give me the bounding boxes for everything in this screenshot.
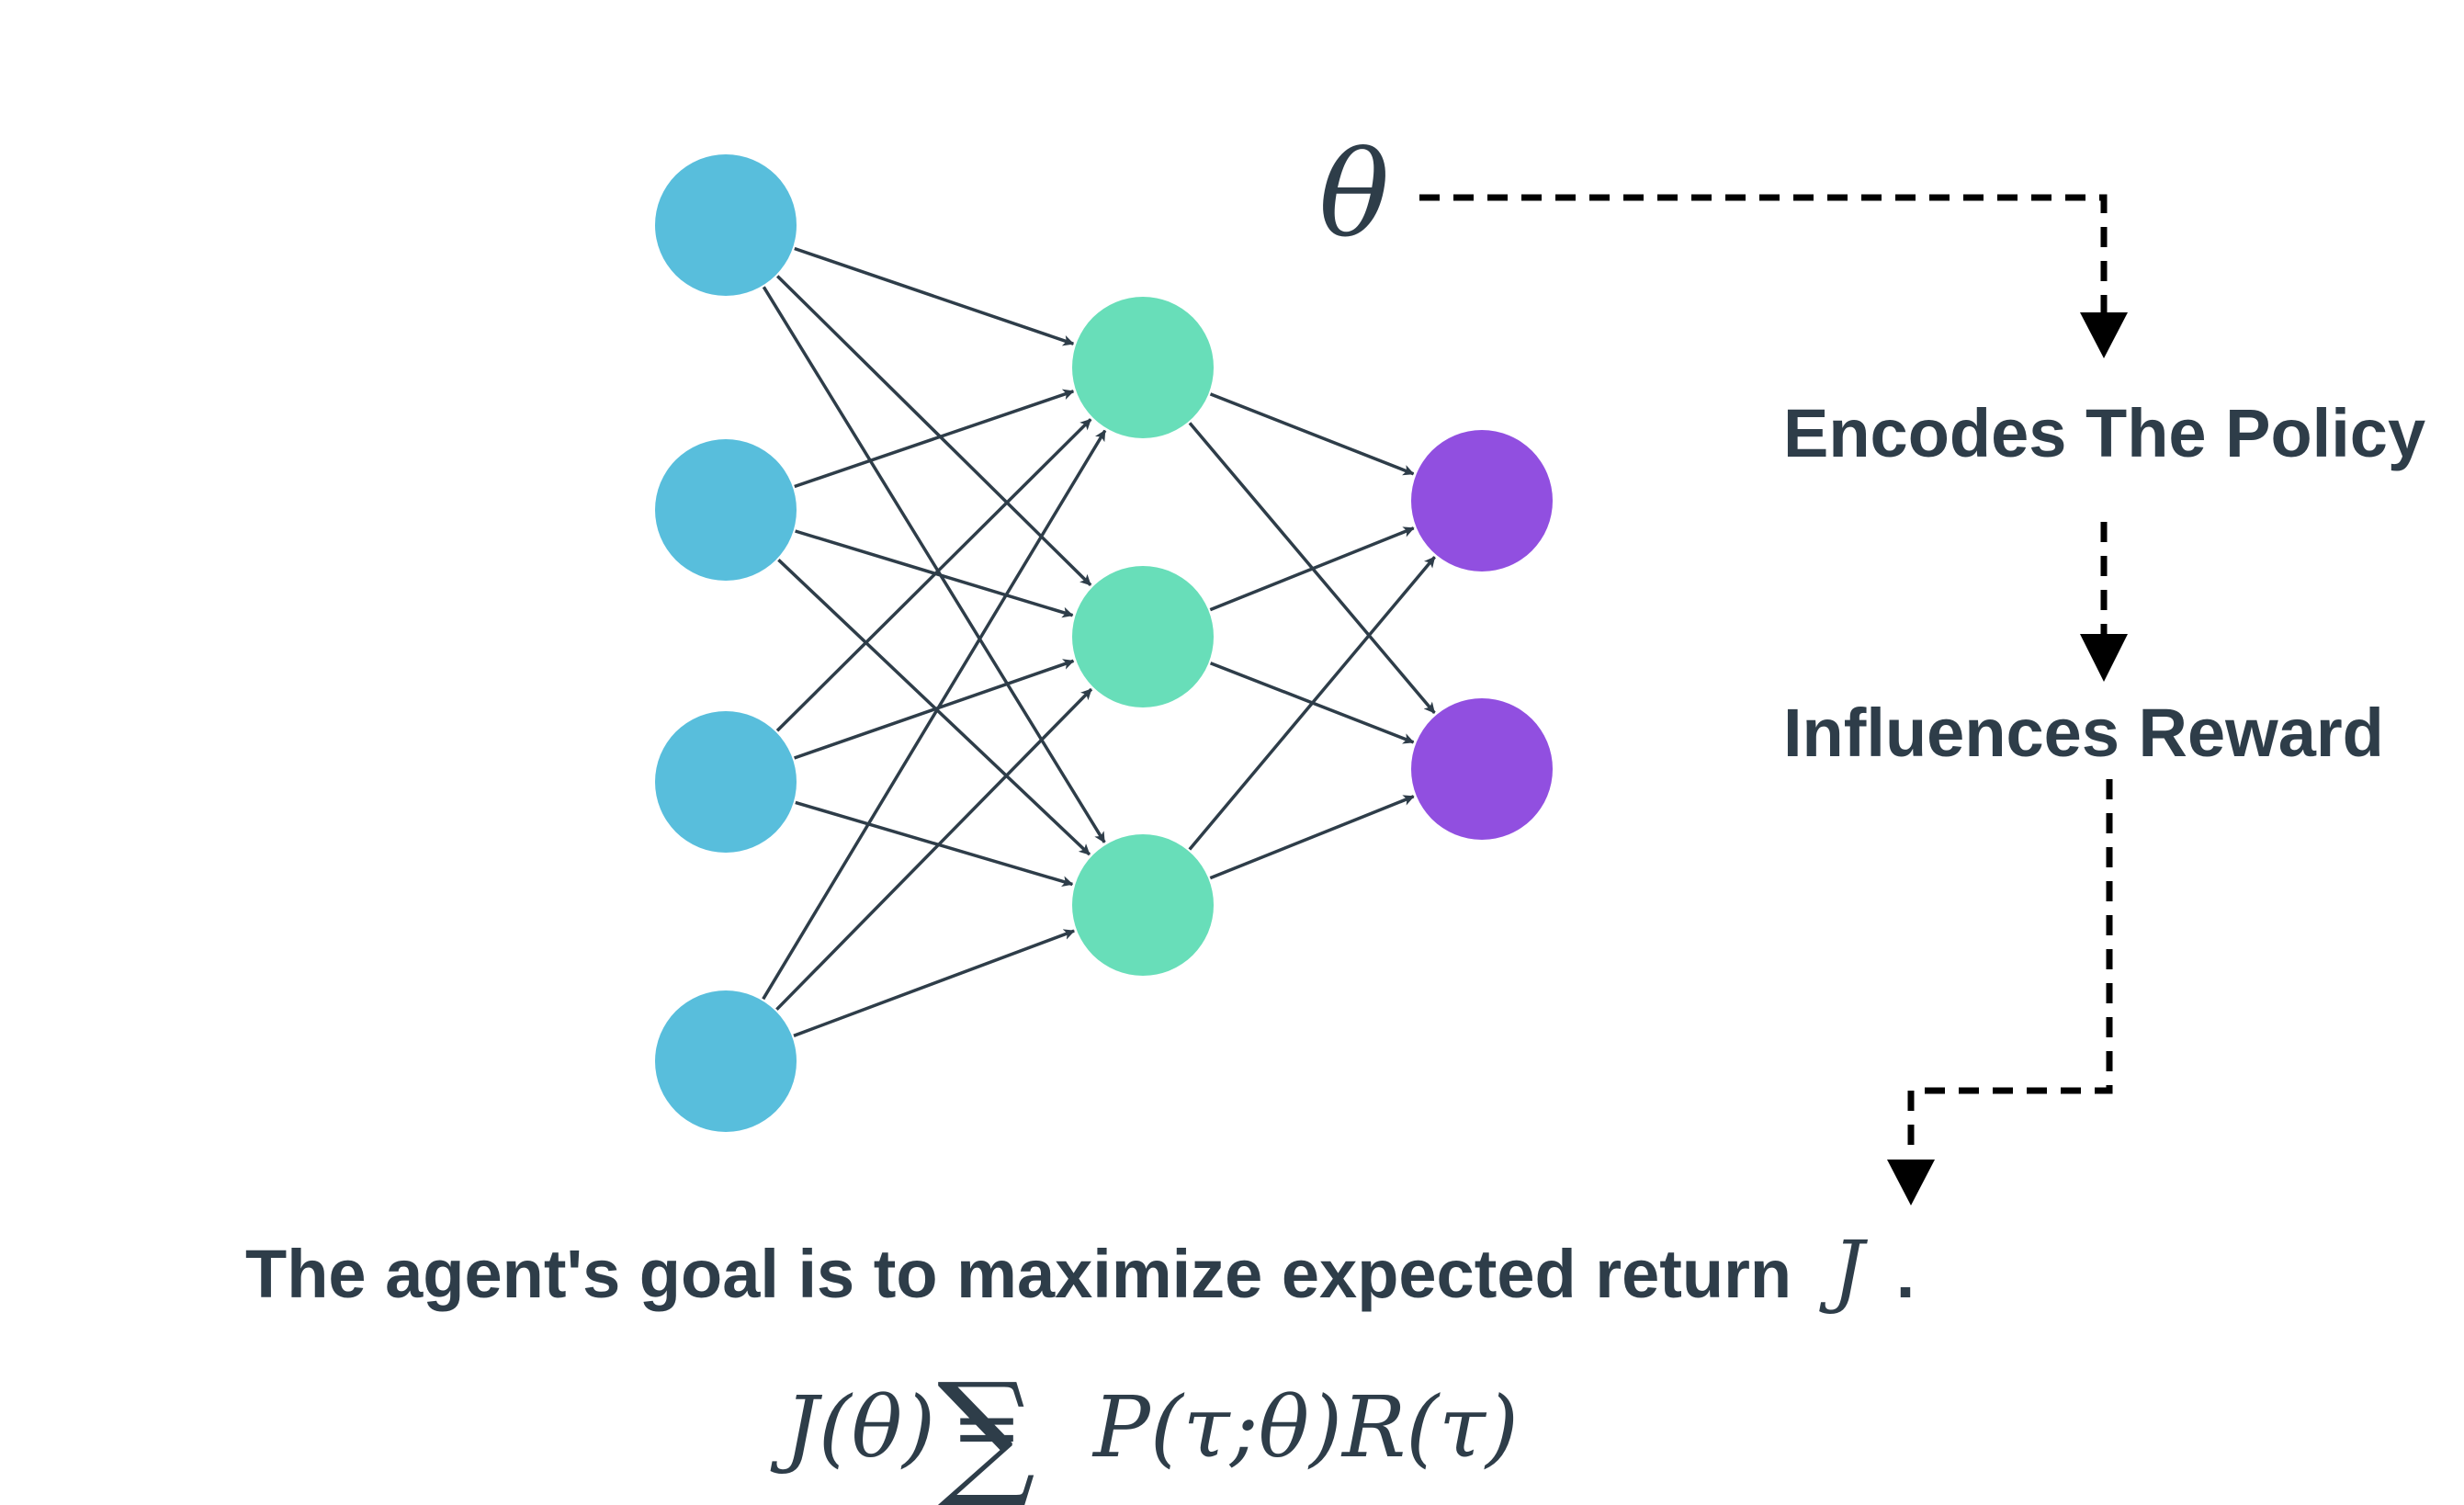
arrowhead-down-icon <box>2080 312 2128 358</box>
connection-edge <box>794 659 1075 760</box>
input-node <box>655 990 797 1132</box>
hidden-node <box>1072 566 1214 707</box>
input-node <box>655 154 797 296</box>
flow-line-reward-to-goal <box>1907 779 2113 1153</box>
connection-edge <box>762 286 1106 843</box>
formula-equals: = <box>951 1378 1022 1477</box>
connection-edge <box>1209 392 1415 476</box>
goal-period: . <box>1896 1236 1916 1312</box>
goal-sentence: The agent's goal is to maximize expected… <box>245 1225 1915 1317</box>
connection-edge <box>793 929 1076 1037</box>
arrowhead-down-icon <box>1887 1160 1935 1205</box>
label-influences-reward: Influences Reward <box>1783 695 2384 771</box>
input-node <box>655 439 797 581</box>
connection-edge <box>777 559 1091 856</box>
connection-edge <box>775 687 1093 1011</box>
connection-edge <box>1209 795 1415 880</box>
connection-edge <box>1188 556 1436 851</box>
label-encodes-policy: Encodes The Policy <box>1783 395 2425 471</box>
objective-formula: J(θ) = ∑ P(τ;θ)R(τ) <box>770 1354 1519 1505</box>
connection-edge <box>775 275 1092 587</box>
output-node <box>1411 430 1553 571</box>
connection-edge <box>794 246 1075 346</box>
goal-symbol-j: J <box>1819 1225 1869 1317</box>
hidden-node <box>1072 297 1214 438</box>
connection-edge <box>775 418 1092 732</box>
arrowhead-down-icon <box>2080 634 2128 682</box>
summation-symbol: ∑ <box>937 1354 1035 1505</box>
neural-network <box>655 154 1553 1132</box>
output-node <box>1411 698 1553 840</box>
network-connections <box>762 246 1436 1037</box>
dashed-flow <box>1419 194 2113 1153</box>
connection-edge <box>1209 526 1415 612</box>
formula-lhs: J(θ) <box>770 1378 935 1477</box>
formula-rhs: P(τ;θ)R(τ) <box>1091 1378 1519 1477</box>
hidden-node <box>1072 834 1214 976</box>
connection-edge <box>762 429 1107 1001</box>
flow-line-theta-to-policy <box>1419 194 2108 317</box>
theta-symbol: θ <box>1318 127 1389 264</box>
connection-edge <box>794 389 1075 489</box>
connection-edge <box>795 800 1074 888</box>
goal-sentence-text: The agent's goal is to maximize expected… <box>245 1236 1791 1312</box>
flow-arrowheads <box>1887 312 2128 1205</box>
input-node <box>655 711 797 853</box>
